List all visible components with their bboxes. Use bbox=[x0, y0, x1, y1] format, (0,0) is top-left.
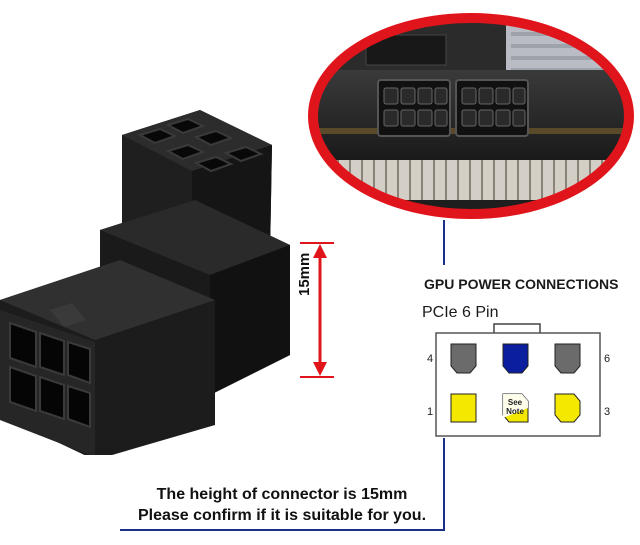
pinout-title: GPU POWER CONNECTIONS bbox=[424, 276, 619, 292]
pcie-6pin-pinout-diagram: 4 6 1 3 See Note bbox=[427, 323, 610, 437]
pin-number-3: 3 bbox=[604, 406, 610, 418]
message-line-2: Please confirm if it is suitable for you… bbox=[137, 507, 427, 524]
pin-number-6: 6 bbox=[604, 353, 610, 365]
pin-1-power bbox=[450, 393, 477, 423]
pin-5-sense bbox=[502, 343, 529, 374]
pin-3-power bbox=[554, 393, 581, 423]
gpu-board-photo bbox=[308, 13, 634, 219]
pin-6-ground bbox=[554, 343, 581, 374]
see-note-label-line2: Note bbox=[506, 407, 524, 416]
pin-number-1: 1 bbox=[427, 406, 433, 418]
height-dimension-marker bbox=[300, 242, 334, 378]
pin-number-4: 4 bbox=[427, 353, 433, 365]
pin-2-note-patch bbox=[503, 394, 528, 418]
pin-4-ground bbox=[450, 343, 477, 374]
height-dimension-label: 15mm bbox=[296, 252, 313, 296]
connector-render bbox=[0, 110, 290, 455]
see-note-label-line1: See bbox=[508, 398, 523, 407]
message-line-1: The height of connector is 15mm bbox=[156, 486, 408, 503]
connector-height-message: The height of connector is 15mm Please c… bbox=[120, 484, 444, 526]
pinout-subtitle: PCIe 6 Pin bbox=[422, 304, 499, 321]
